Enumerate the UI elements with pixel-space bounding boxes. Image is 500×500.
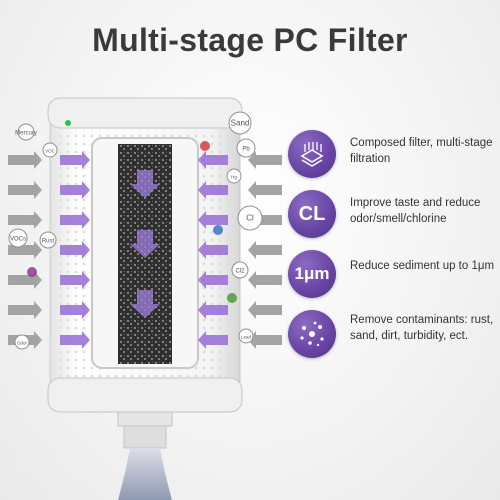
- particles-icon: [288, 310, 336, 358]
- contaminant-bubble: [17, 123, 35, 141]
- flow-arrow-icon: [198, 271, 228, 289]
- down-flow-arrow-icon: [130, 290, 160, 318]
- contaminant-bubble: [39, 231, 57, 249]
- feature-desc: Reduce sediment up to 1μm: [350, 260, 495, 272]
- flow-arrow-icon: [198, 151, 228, 169]
- flow-arrow-icon: [60, 331, 90, 349]
- contaminant-label: Hg: [231, 175, 237, 180]
- microbe-icon: [200, 141, 210, 151]
- outlet-nozzle: [117, 411, 173, 427]
- microbe-icon: [227, 293, 237, 303]
- flow-arrow-icon: [248, 241, 282, 259]
- contaminant-bubble: [238, 328, 254, 344]
- feature-desc: Composed filter, multi-stage filtration: [350, 137, 493, 165]
- feature-micron: 1μm Reduce sediment up to 1μm: [288, 250, 495, 300]
- feature-composed-filter: Composed filter, multi-stage filtration: [288, 130, 493, 180]
- microbe-icon: [27, 267, 37, 277]
- contaminant-bubble: [228, 111, 252, 135]
- contaminant-label: Odor: [17, 341, 28, 346]
- contaminant-label: VOC: [45, 149, 56, 154]
- feature-contaminants: Remove contaminants: rust, sand, dirt, t…: [288, 310, 493, 360]
- contaminant-bubble: [237, 205, 263, 231]
- flow-arrow-icon: [60, 301, 90, 319]
- contaminant-label: VOCs: [10, 237, 26, 243]
- flow-arrow-icon: [8, 181, 42, 199]
- contaminant-bubble: [14, 334, 30, 350]
- flow-arrow-icon: [8, 271, 42, 289]
- page-title: Multi-stage PC Filter: [92, 22, 408, 58]
- flow-arrow-icon: [60, 211, 90, 229]
- feature-chlorine: CL Improve taste and reduce odor/smell/c…: [288, 190, 493, 240]
- contaminant-label: Pb: [242, 147, 250, 153]
- feature-desc: Improve taste and reduce odor/smell/chlo…: [350, 197, 481, 225]
- flow-arrow-icon: [248, 181, 282, 199]
- micron-icon: [288, 250, 336, 298]
- flow-arrow-icon: [248, 331, 282, 349]
- flow-arrow-icon: [248, 301, 282, 319]
- flow-arrow-icon: [198, 181, 228, 199]
- flow-arrow-icon: [60, 181, 90, 199]
- contaminant-label: Mercury: [15, 131, 37, 137]
- badge-text: CL: [298, 203, 326, 225]
- flow-arrow-icon: [60, 271, 90, 289]
- contaminant-bubble: [226, 168, 242, 184]
- flow-arrow-icon: [60, 241, 90, 259]
- chlorine-icon: [288, 190, 336, 238]
- filter-top-cap: [47, 97, 243, 129]
- badge-text: 1μm: [294, 264, 330, 283]
- contaminant-bubble: [42, 142, 58, 158]
- contaminant-bubble: [8, 228, 28, 248]
- contaminant-bubble: [236, 138, 256, 158]
- flow-arrow-icon: [198, 211, 228, 229]
- flow-arrow-icon: [248, 271, 282, 289]
- indicator-light-icon: [65, 120, 71, 126]
- contaminant-label: Cl2: [235, 269, 245, 275]
- down-flow-arrow-icon: [130, 230, 160, 258]
- flow-arrow-icon: [248, 151, 282, 169]
- filter-bottom-cap: [47, 377, 243, 413]
- down-flow-arrow-icon: [130, 170, 160, 198]
- layers-icon: [288, 130, 336, 178]
- contaminant-label: Sand: [231, 119, 250, 128]
- flow-arrows: [8, 151, 282, 349]
- flow-arrow-icon: [8, 151, 42, 169]
- water-stream: [118, 448, 172, 500]
- flow-arrow-icon: [60, 151, 90, 169]
- feature-desc: Remove contaminants: rust, sand, dirt, t…: [350, 314, 494, 342]
- contaminant-label: Rust: [42, 239, 55, 245]
- flow-arrow-icon: [198, 241, 228, 259]
- flow-arrow-icon: [198, 331, 228, 349]
- contaminant-label: Lead: [241, 335, 252, 340]
- flow-arrow-icon: [8, 211, 42, 229]
- outlet-thread: [123, 425, 167, 449]
- contaminant-label: Cl: [246, 214, 254, 223]
- microbe-icon: [213, 225, 223, 235]
- flow-arrow-icon: [198, 301, 228, 319]
- contaminant-bubble: [231, 261, 249, 279]
- flow-arrow-icon: [8, 301, 42, 319]
